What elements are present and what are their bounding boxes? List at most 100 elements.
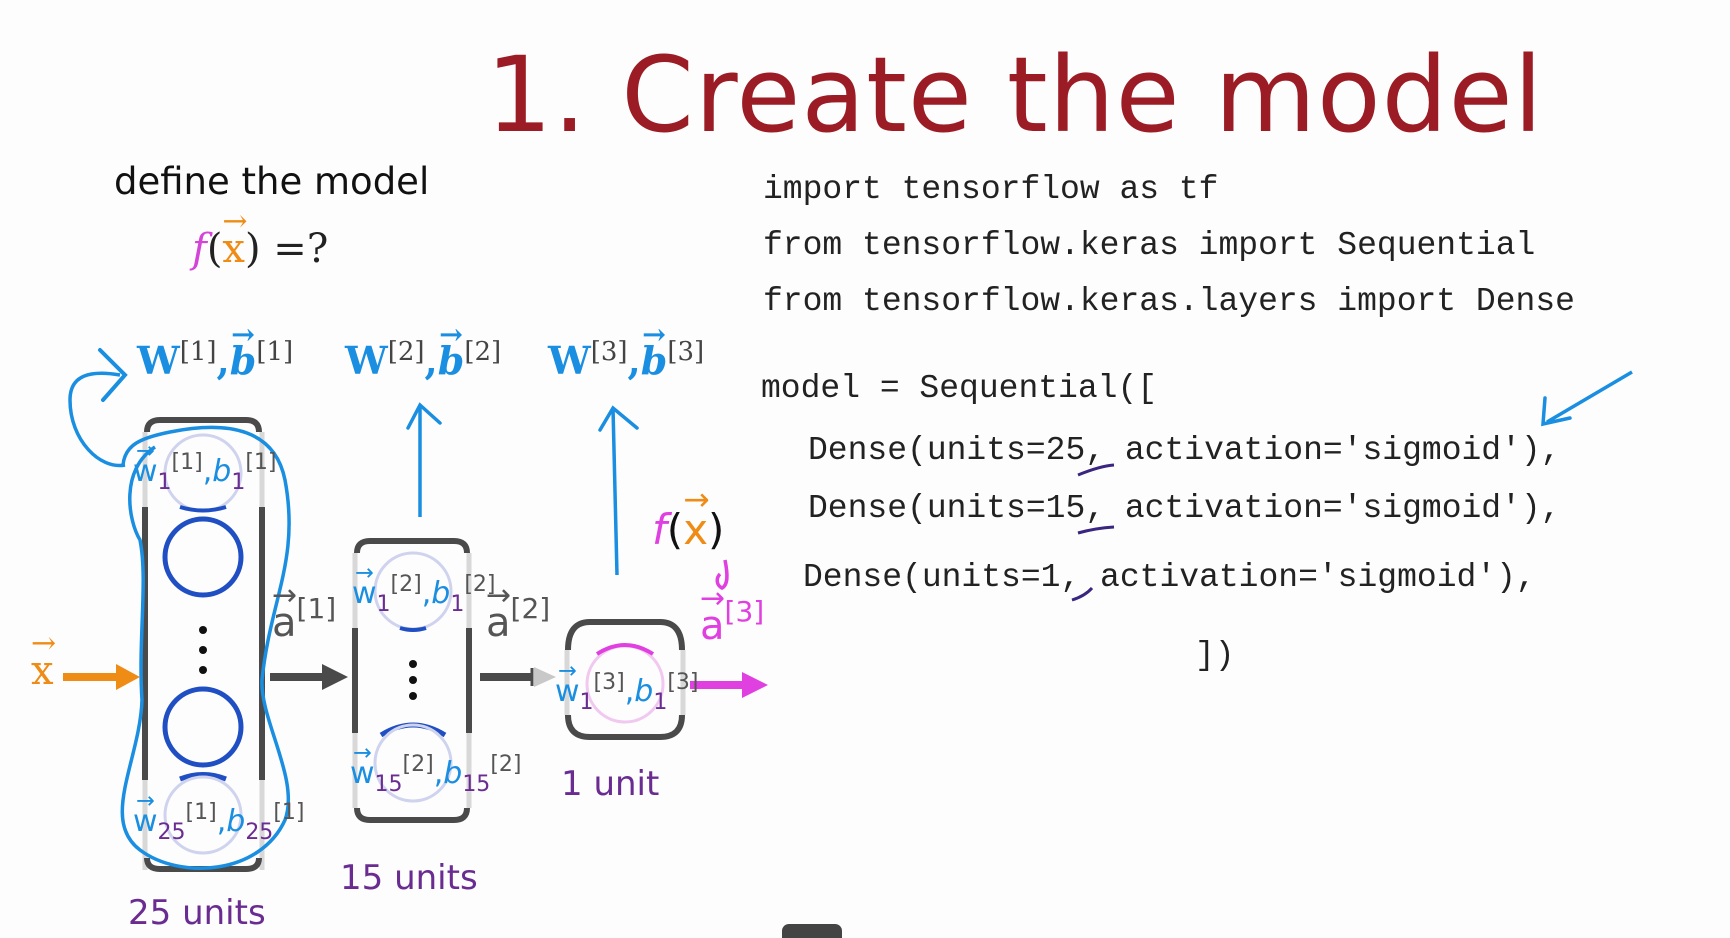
superscript: [3] — [724, 595, 765, 628]
subscript: 15 — [462, 772, 491, 797]
a2-arrowhead — [534, 667, 556, 687]
underline-25 — [1077, 463, 1115, 477]
superscript: [3] — [667, 670, 699, 695]
ellipsis-dot — [199, 666, 207, 674]
layer-1-params: W[1],b[1] — [137, 320, 293, 383]
superscript: [3] — [593, 670, 625, 695]
code-dense-layer-2: Dense(units=15, activation='sigmoid'), — [808, 490, 1561, 527]
comma: , — [202, 454, 213, 489]
subscript: 1 — [231, 470, 246, 495]
player-controls-handle[interactable] — [782, 924, 842, 938]
layer-1-neuron-25-arc — [179, 772, 227, 782]
superscript: [2] — [402, 752, 434, 777]
paren-close: ) — [708, 505, 725, 554]
underline-1 — [1071, 586, 1094, 602]
layer-1-annotation-curve — [68, 371, 126, 468]
param-index: [2] — [464, 337, 502, 367]
param-b: b — [641, 320, 668, 383]
layer-2-neuron-15-label: w15[2],b15[2] — [350, 742, 522, 797]
layer-2-box-top — [354, 538, 470, 554]
code-model-close: ]) — [1195, 637, 1235, 674]
layer-3-params: W[3],b[3] — [548, 320, 705, 383]
superscript: [2] — [490, 752, 522, 777]
layer-1-neuron-1-label: w1[1],b1[1] — [133, 440, 276, 495]
ellipsis-dot — [199, 646, 207, 654]
paren-open: ( — [666, 505, 684, 554]
a-symbol: a — [272, 581, 297, 646]
underline-15 — [1077, 525, 1115, 535]
code-import-dense: from tensorflow.keras.layers import Dens… — [763, 283, 1575, 320]
code-dense-layer-1: Dense(units=25, activation='sigmoid'), — [808, 432, 1561, 469]
code-model-open: model = Sequential([ — [761, 370, 1158, 407]
w-symbol: w — [133, 440, 158, 489]
x-vector: x — [222, 207, 245, 272]
code-pointer-arrow — [1546, 370, 1633, 424]
layer-1-units-label: 25 units — [128, 893, 266, 933]
layer-3-box-bottom — [565, 714, 685, 740]
subscript: 1 — [579, 690, 594, 715]
layer-1-neuron-25-label: w25[1],b25[1] — [133, 790, 305, 845]
activation-a1-label: a[1] — [272, 581, 337, 646]
layer-1-neuron-3 — [162, 686, 244, 768]
input-arrowhead — [116, 664, 140, 690]
function-question: f(x) =? — [192, 207, 329, 272]
b-symbol: b — [431, 576, 451, 611]
w-symbol: w — [350, 742, 375, 791]
superscript: [1] — [185, 800, 217, 825]
layer-3-units-label: 1 unit — [561, 764, 660, 804]
code-pointer-arrowhead — [1541, 396, 1572, 427]
w-symbol: w — [133, 790, 158, 839]
subscript: 1 — [157, 470, 172, 495]
layer-3-box-top — [565, 619, 685, 651]
param-w: W — [345, 338, 388, 383]
comma: , — [216, 804, 227, 839]
layer-2-params-arrowhead — [406, 402, 442, 430]
w-symbol: w — [352, 562, 377, 611]
param-index: [3] — [667, 337, 705, 367]
a-symbol: a — [700, 584, 725, 649]
output-arrowhead — [742, 672, 768, 698]
x-vector: x — [683, 485, 708, 554]
f-symbol: f — [192, 226, 207, 272]
b-symbol: b — [443, 756, 463, 791]
activation-a3-label: a[3] — [700, 584, 765, 649]
b-symbol: b — [634, 674, 654, 709]
subscript: 15 — [374, 772, 403, 797]
superscript: [1] — [296, 592, 337, 625]
param-b: b — [438, 320, 465, 383]
subscript: 1 — [376, 592, 391, 617]
b-symbol: b — [226, 804, 246, 839]
layer-3-neuron-label: w1[3],b1[3] — [555, 660, 699, 715]
layer-1-box-top — [144, 417, 262, 433]
w-symbol: w — [555, 660, 580, 709]
param-w: W — [137, 338, 180, 383]
layer-1-neuron-1-arc — [179, 505, 227, 513]
equals-question: =? — [260, 226, 329, 272]
layer-2-units-label: 15 units — [340, 858, 478, 898]
superscript: [1] — [273, 800, 305, 825]
layer-3-neuron-arc — [595, 643, 655, 656]
input-x-label: x — [31, 629, 54, 694]
activation-a2-label: a[2] — [486, 581, 550, 646]
param-w: W — [548, 338, 591, 383]
layer-1-annotation-outline — [120, 425, 291, 870]
param-index: [3] — [590, 337, 628, 367]
layer-2-neuron-1-label: w1[2],b1[2] — [352, 562, 495, 617]
param-b: b — [230, 320, 257, 383]
code-dense-layer-3: Dense(units=1, activation='sigmoid'), — [803, 559, 1536, 596]
paren-open: ( — [206, 226, 223, 272]
f-symbol: f — [652, 505, 667, 554]
paren-close: ) — [244, 226, 261, 272]
output-fx-annotation: f(x) — [652, 485, 725, 554]
superscript: [2] — [390, 572, 422, 597]
ellipsis-dot — [409, 692, 417, 700]
code-import-tf: import tensorflow as tf — [763, 171, 1219, 208]
param-index: [2] — [387, 337, 425, 367]
slide-title: 1. Create the model — [486, 34, 1544, 156]
comma: , — [424, 338, 438, 383]
layer-3-params-arrowhead — [598, 405, 639, 432]
layer-3-params-arrow — [611, 407, 619, 576]
ellipsis-dot — [409, 676, 417, 684]
comma: , — [624, 674, 635, 709]
